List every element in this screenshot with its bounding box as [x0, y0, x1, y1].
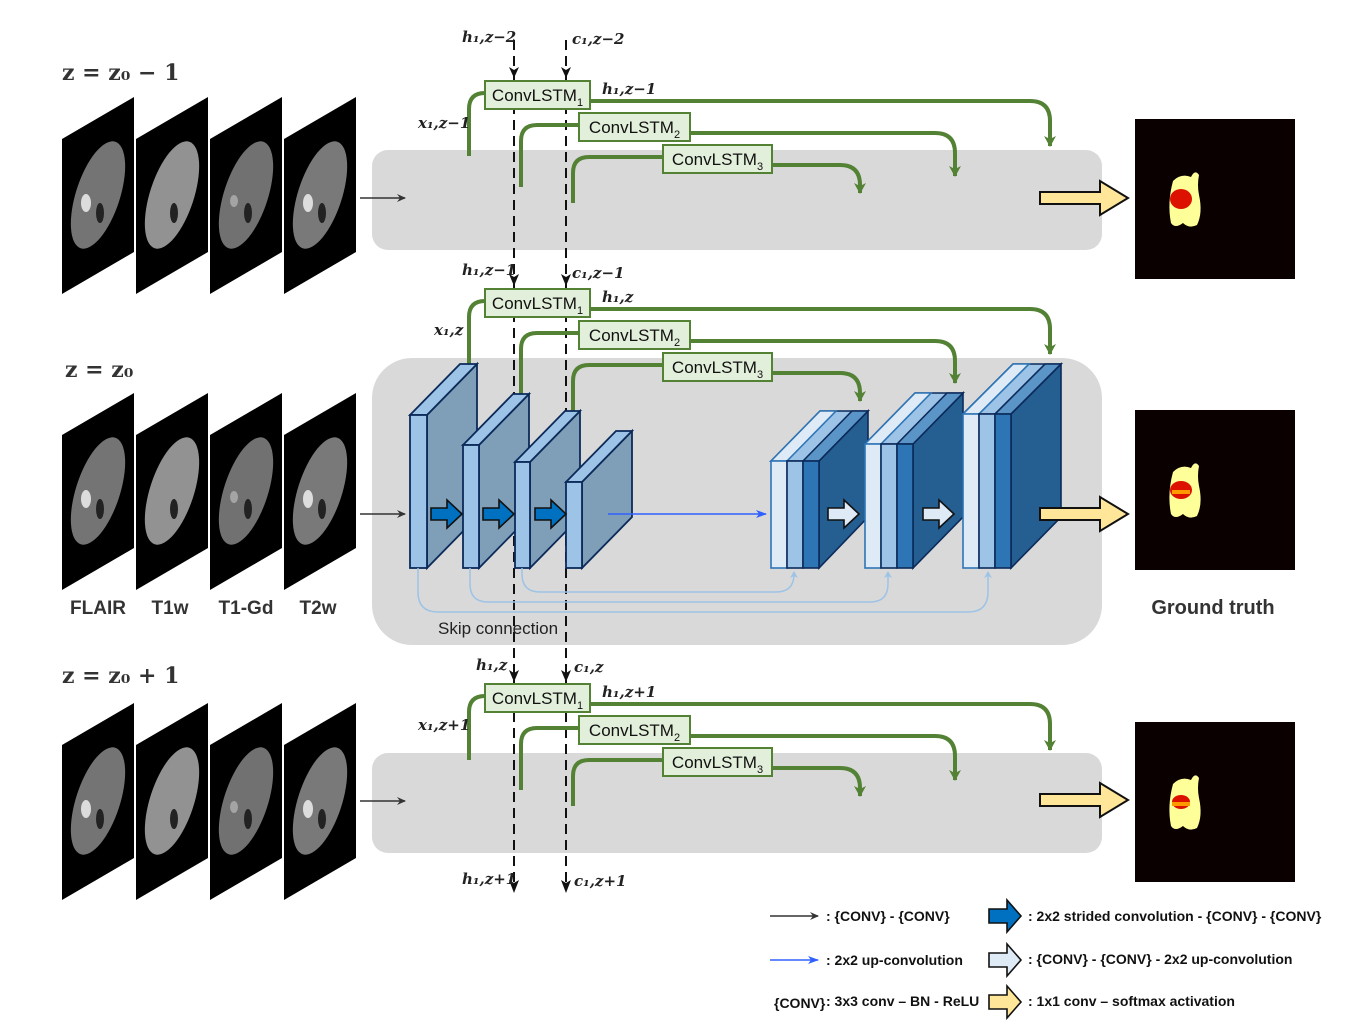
convlstm-label: ConvLSTM2: [589, 721, 680, 744]
decoder-upconv-arrows: [827, 498, 956, 530]
convlstm-3-box: ConvLSTM3: [662, 747, 773, 777]
math-labels: h₁,z−2 c₁,z−2 h₁,z−1 x₁,z−1 h₁,z−1 c₁,z−…: [417, 28, 656, 890]
convlstm-2-box: ConvLSTM2: [578, 320, 691, 350]
legend-item-strided: : 2x2 strided convolution - {CONV} - {CO…: [1028, 908, 1322, 924]
convlstm-label: ConvLSTM3: [672, 150, 763, 173]
upconv-block-arrow-icon: [827, 498, 861, 530]
mri-slice-t1w: [136, 97, 208, 294]
convlstm-3-box: ConvLSTM3: [662, 352, 773, 382]
mri-slice-t2w: [284, 703, 356, 900]
mri-slice-flair: [62, 393, 134, 590]
state-arrowheads: [509, 67, 571, 893]
convlstm-1-box: ConvLSTM1: [484, 80, 591, 110]
z-label-next: z = z₀ + 1: [62, 663, 179, 689]
c-out-bottom: c₁,z+1: [574, 872, 626, 890]
modality-label-t1gd: T1-Gd: [219, 598, 274, 619]
conv-symbol: {CONV}: [774, 995, 826, 1011]
segmentation-output-prev: [1135, 119, 1295, 279]
convlstm-2-box: ConvLSTM2: [578, 112, 691, 142]
mri-slice-t1w: [136, 393, 208, 590]
dark-blue-block-arrow-icon: [988, 897, 1023, 935]
upconv-block-arrow-icon: [922, 498, 956, 530]
unet-encoder: [407, 361, 635, 571]
convlstm-3-box: ConvLSTM3: [662, 144, 773, 174]
mri-stack-curr: [62, 393, 356, 590]
light-block-arrow-icon: [988, 941, 1023, 979]
unet-decoder: [769, 362, 1063, 570]
modality-label-flair: FLAIR: [70, 598, 126, 619]
convlstm-1-box: ConvLSTM1: [484, 288, 591, 318]
h-out-curr: h₁,z: [602, 288, 634, 306]
skip-connections: [417, 568, 992, 613]
segmentation-ground-truth: [1135, 410, 1295, 570]
convlstm-label: ConvLSTM3: [672, 358, 763, 381]
panel-prev: [372, 150, 1102, 250]
convlstm-label: ConvLSTM1: [492, 86, 583, 109]
decoder-block-2: [863, 391, 965, 570]
mri-slice-t2w: [284, 393, 356, 590]
mri-slice-t1w: [136, 703, 208, 900]
legend-item-conv-def: : 3x3 conv – BN - ReLU: [826, 993, 979, 1009]
strided-arrow-icon: [534, 498, 568, 530]
panel-next: [372, 753, 1102, 853]
segmentation-output-next: [1135, 722, 1295, 882]
convlstm-label: ConvLSTM2: [589, 326, 680, 349]
softmax-arrow-prev: [1039, 179, 1130, 217]
convlstm-2-box: ConvLSTM2: [578, 715, 691, 745]
x-in-curr: x₁,z: [433, 321, 464, 339]
convlstm-label: ConvLSTM2: [589, 118, 680, 141]
mri-slice-t1-gd: [210, 703, 282, 900]
z-label-prev: z = z₀ − 1: [62, 60, 179, 86]
convlstm-1-box: ConvLSTM1: [484, 683, 591, 713]
h-out-next: h₁,z+1: [602, 683, 656, 701]
yellow-block-arrow-icon: [988, 983, 1023, 1021]
decoder-block-1: [769, 409, 870, 570]
mri-slice-t1-gd: [210, 393, 282, 590]
mri-slice-flair: [62, 97, 134, 294]
legend-item-decoder: : {CONV} - {CONV} - 2x2 up-convolution: [1028, 951, 1292, 967]
c-in-next: c₁,z: [574, 658, 604, 676]
legend-item-softmax: : 1x1 conv – softmax activation: [1028, 993, 1235, 1009]
softmax-arrow-next: [1039, 781, 1130, 819]
mri-slice-t1-gd: [210, 97, 282, 294]
c-in-prev: c₁,z−2: [572, 30, 624, 48]
z-label-curr: z = z₀: [65, 357, 134, 383]
c-in-curr: c₁,z−1: [572, 264, 624, 282]
convlstm-label: ConvLSTM1: [492, 689, 583, 712]
strided-arrow-icon: [482, 498, 516, 530]
x-in-prev: x₁,z−1: [417, 114, 470, 132]
h-in-curr: h₁,z−1: [462, 261, 516, 279]
h-in-next: h₁,z: [476, 656, 508, 674]
modality-label-t1w: T1w: [152, 598, 189, 619]
legend-item-conv-conv: : {CONV} - {CONV}: [826, 908, 950, 924]
strided-conv-arrows: [430, 498, 568, 530]
mri-slice-t2w: [284, 97, 356, 294]
mri-slice-flair: [62, 703, 134, 900]
h-out-prev: h₁,z−1: [602, 80, 656, 98]
x-in-next: x₁,z+1: [417, 716, 470, 734]
softmax-arrows: [1039, 179, 1130, 819]
ground-truth-label: Ground truth: [1151, 597, 1274, 619]
convlstm-label: ConvLSTM3: [672, 753, 763, 776]
skip-connection-label: Skip connection: [438, 619, 558, 638]
convlstm-label: ConvLSTM1: [492, 294, 583, 317]
strided-arrow-icon: [430, 498, 464, 530]
h-in-prev: h₁,z−2: [462, 28, 516, 46]
mri-stack-prev: [62, 97, 356, 294]
bottleneck-block: [563, 428, 635, 571]
modality-label-t2w: T2w: [300, 598, 337, 619]
legend-item-upconv: : 2x2 up-convolution: [826, 952, 963, 968]
h-out-bottom: h₁,z+1: [462, 870, 516, 888]
mri-stack-next: [62, 703, 356, 900]
softmax-arrow-curr: [1039, 495, 1130, 533]
legend: : {CONV} - {CONV} : 2x2 up-convolution {…: [770, 897, 1322, 1021]
